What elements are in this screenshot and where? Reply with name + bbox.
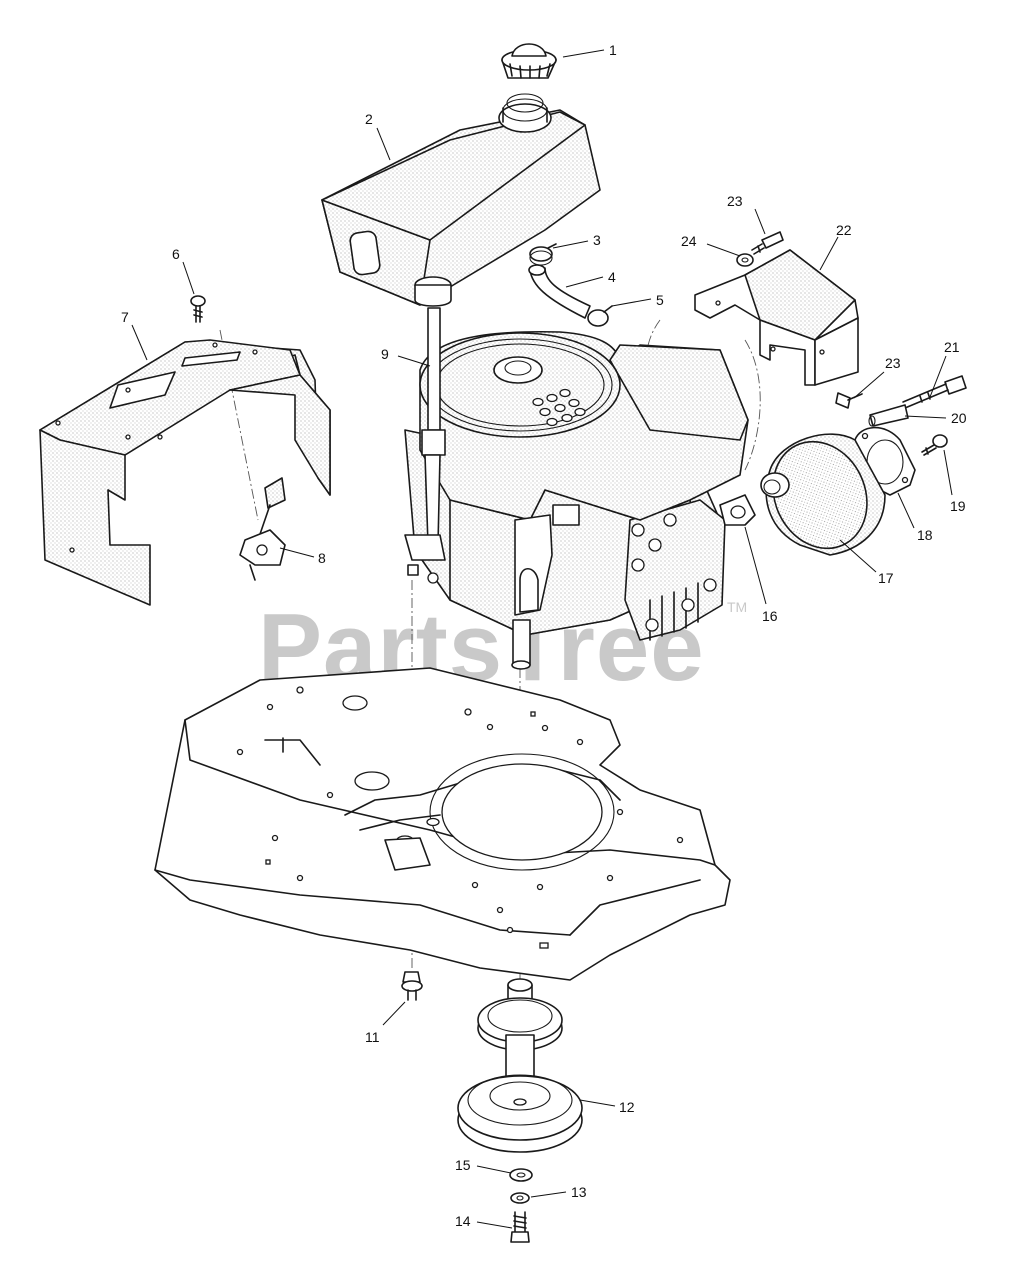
callout-23-lower: 23 bbox=[885, 355, 901, 371]
part-9-engine bbox=[404, 276, 749, 670]
callout-4: 4 bbox=[608, 269, 616, 285]
part-19-screw bbox=[921, 434, 948, 456]
part-23-bolt-lower bbox=[835, 392, 863, 409]
part-21-bolt bbox=[902, 375, 967, 409]
callout-21: 21 bbox=[944, 339, 960, 355]
callout-20: 20 bbox=[951, 410, 967, 426]
callout-23-top: 23 bbox=[727, 193, 743, 209]
part-8-throttle-control bbox=[239, 477, 286, 581]
callout-24: 24 bbox=[681, 233, 697, 249]
callout-labels: 1 2 3 4 5 6 7 8 9 11 12 13 14 15 16 17 1… bbox=[121, 42, 967, 1229]
part-5-hose-clamp bbox=[587, 305, 613, 327]
callout-8: 8 bbox=[318, 550, 326, 566]
part-4-fuel-line bbox=[528, 264, 591, 319]
part-1-fuel-cap bbox=[501, 43, 557, 79]
callout-leaders bbox=[131, 49, 953, 1229]
part-24-lock-washer bbox=[736, 253, 754, 267]
callout-13: 13 bbox=[571, 1184, 587, 1200]
callout-14: 14 bbox=[455, 1213, 471, 1229]
callout-11: 11 bbox=[365, 1029, 380, 1045]
callout-12: 12 bbox=[619, 1099, 635, 1115]
part-15-washer bbox=[509, 1168, 533, 1182]
part-13-lock-washer bbox=[510, 1192, 530, 1204]
engine-vent-holes bbox=[532, 388, 586, 427]
part-14-bolt bbox=[510, 1211, 530, 1243]
callout-7: 7 bbox=[121, 309, 129, 325]
callout-15: 15 bbox=[455, 1157, 471, 1173]
part-2-fuel-tank bbox=[321, 93, 601, 306]
part-23-bolt-top bbox=[751, 231, 784, 255]
part-22-heat-shield bbox=[694, 249, 859, 386]
part-17-muffler bbox=[760, 433, 886, 556]
callout-22: 22 bbox=[836, 222, 852, 238]
part-7-dash-bracket bbox=[39, 339, 331, 606]
part-12-double-pulley bbox=[457, 978, 583, 1153]
callout-3: 3 bbox=[593, 232, 601, 248]
callout-18: 18 bbox=[917, 527, 933, 543]
callout-16: 16 bbox=[762, 608, 778, 624]
watermark-tm: TM bbox=[727, 599, 747, 615]
callout-17: 17 bbox=[878, 570, 894, 586]
callout-9: 9 bbox=[381, 346, 389, 362]
callout-6: 6 bbox=[172, 246, 180, 262]
part-3-hose-clamp bbox=[529, 243, 557, 266]
part-20-spacer bbox=[868, 404, 909, 427]
callout-2: 2 bbox=[365, 111, 373, 127]
part-6-screw bbox=[190, 295, 206, 323]
callout-5: 5 bbox=[656, 292, 664, 308]
callout-19: 19 bbox=[950, 498, 966, 514]
chassis-deck-plate bbox=[154, 667, 731, 981]
part-11-bolt bbox=[401, 971, 423, 1001]
part-16-exhaust-gasket bbox=[719, 494, 756, 526]
callout-1: 1 bbox=[609, 42, 617, 58]
